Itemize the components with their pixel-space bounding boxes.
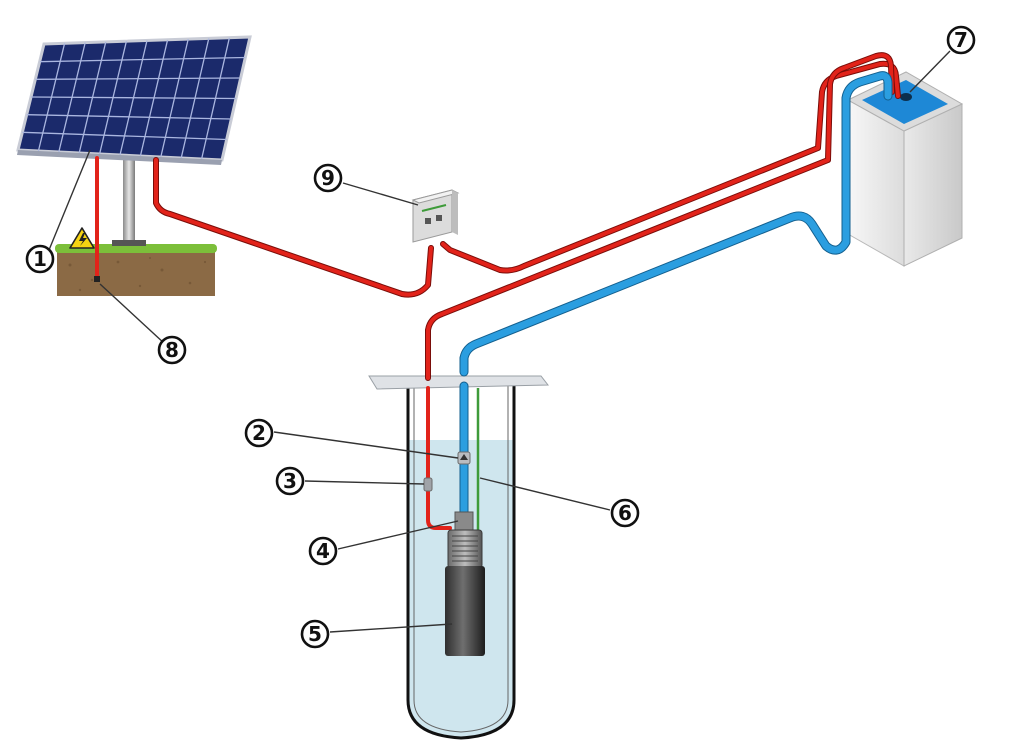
label-3-text: 3 <box>283 469 297 493</box>
mount-pole <box>123 150 135 242</box>
label-9: 9 <box>313 163 343 193</box>
check-valve <box>457 451 471 465</box>
label-2: 2 <box>244 418 274 448</box>
water-delivery-pipe <box>460 72 892 376</box>
soil <box>57 250 215 296</box>
cable-splice <box>423 477 433 492</box>
leader-lines <box>48 50 951 633</box>
label-5-text: 5 <box>308 622 322 646</box>
water-tank <box>846 71 964 267</box>
panel-grid-line <box>22 131 227 141</box>
ground-section <box>55 244 217 296</box>
label-1: 1 <box>25 244 55 274</box>
pump-controller <box>411 189 460 243</box>
label-6: 6 <box>610 498 640 528</box>
label-8: 8 <box>157 335 187 365</box>
mount-base <box>112 240 146 246</box>
label-4-text: 4 <box>316 539 330 563</box>
tank-float-switch <box>900 93 912 101</box>
submersible-pump <box>445 511 485 656</box>
panel-grid-line <box>35 77 241 80</box>
panel-grid-line <box>39 56 246 63</box>
soil-texture <box>68 257 207 292</box>
pump-power-cable <box>426 386 452 530</box>
label-3: 3 <box>275 466 305 496</box>
panel-grid-line <box>30 96 237 100</box>
label-7: 7 <box>946 25 976 55</box>
label-7-text: 7 <box>954 28 968 52</box>
label-5: 5 <box>300 619 330 649</box>
solar-panel <box>16 35 252 165</box>
label-4: 4 <box>308 536 338 566</box>
well-casing <box>406 382 516 740</box>
label-1-text: 1 <box>33 247 47 271</box>
label-9-text: 9 <box>321 166 335 190</box>
label-6-text: 6 <box>618 501 632 525</box>
well-cap <box>368 375 550 390</box>
cable-well-to-tank <box>426 53 894 380</box>
label-2-text: 2 <box>252 421 266 445</box>
pump-motor <box>445 566 485 656</box>
panel-cell-grid <box>22 37 246 160</box>
label-8-text: 8 <box>165 338 179 362</box>
cable-panel-to-controller <box>154 158 433 297</box>
lightning-warning-icon <box>69 227 95 249</box>
ground-rod <box>94 276 100 282</box>
panel-grid-line <box>26 114 232 120</box>
